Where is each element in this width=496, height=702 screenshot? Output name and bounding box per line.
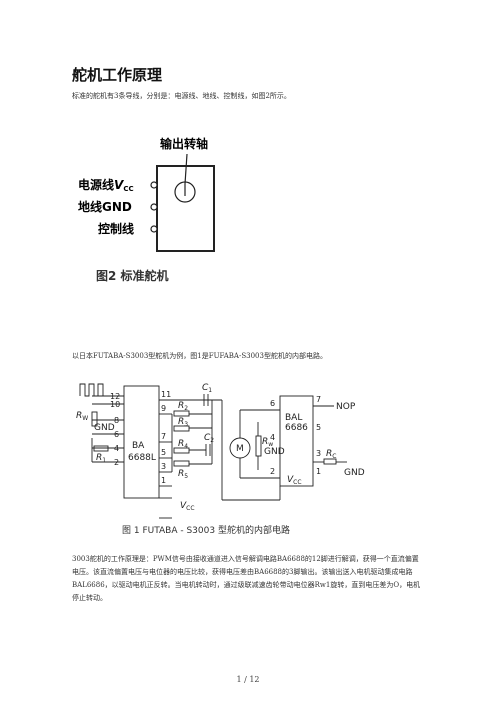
rw1-label: Rw — [262, 437, 273, 448]
r1-label: R1 — [96, 453, 106, 464]
svg-text:6: 6 — [114, 430, 119, 439]
shaft-pointer-line — [184, 153, 188, 185]
svg-text:11: 11 — [161, 390, 171, 399]
svg-text:5: 5 — [316, 423, 321, 432]
rc-resistor — [323, 458, 337, 465]
figure2-caption: 图2 标准舵机 — [96, 268, 169, 283]
power-terminal-icon — [150, 181, 158, 189]
r5-resistor — [173, 460, 190, 467]
r3-resistor — [173, 425, 190, 432]
gnd-mid-label: GND — [264, 447, 285, 457]
rc-label: RC — [326, 449, 336, 460]
gnd-left-label: GND — [94, 423, 115, 433]
r4-resistor — [173, 447, 190, 454]
svg-text:9: 9 — [161, 404, 166, 413]
r2-resistor — [173, 410, 190, 417]
svg-text:8: 8 — [114, 416, 119, 425]
ground-wire-label: 地线GND — [78, 199, 132, 214]
rw-label: RW — [76, 411, 88, 422]
vcc-left-label: VCC — [180, 501, 195, 512]
vcc-right-label: VCC — [287, 475, 302, 486]
svg-text:5: 5 — [161, 448, 166, 457]
r3-label: R3 — [178, 417, 188, 428]
r1-resistor — [93, 445, 109, 452]
svg-text:7: 7 — [316, 395, 321, 404]
svg-text:7: 7 — [161, 432, 166, 441]
svg-text:6: 6 — [270, 399, 275, 408]
example-paragraph: 以日本FUTABA-S3003型舵机为例，图1是FUFABA-S3003型舵机的… — [72, 352, 327, 360]
nop-label: NOP — [336, 402, 356, 412]
rw1-potentiometer — [255, 435, 262, 457]
output-shaft-label: 输出转轴 — [160, 136, 208, 151]
svg-text:4: 4 — [114, 444, 119, 453]
svg-text:12: 12 — [110, 392, 120, 401]
control-wire-label: 控制线 — [98, 221, 134, 236]
svg-text:3: 3 — [316, 449, 321, 458]
motor-label: M — [236, 444, 244, 454]
principle-paragraph: 3003舵机的工作原理是：PWM信号由接收通道进入信号解调电路BA6688的12… — [72, 555, 421, 602]
figure1-caption: 图 1 FUTABA - S3003 型舵机的内部电路 — [122, 524, 290, 536]
page-number: 1 / 12 — [236, 675, 260, 684]
left-chip-model: 6688L — [128, 453, 156, 463]
c1-label: C1 — [202, 383, 212, 394]
svg-text:4: 4 — [270, 433, 275, 442]
r5-label: R5 — [178, 469, 188, 480]
right-chip-model: 6686 — [285, 423, 308, 433]
c2-label: C2 — [204, 433, 214, 444]
svg-text:10: 10 — [110, 400, 120, 409]
right-chip-name: BAL — [285, 413, 302, 423]
page-title: 舵机工作原理 — [72, 66, 163, 84]
standard-servo-figure: 输出转轴 电源线VCC 地线GND 控制线 图2 标准舵机 — [78, 136, 215, 283]
svg-text:1: 1 — [161, 476, 166, 485]
power-wire-label: 电源线VCC — [78, 177, 134, 193]
svg-text:3: 3 — [161, 462, 166, 471]
gnd-right-label: GND — [344, 468, 365, 478]
r2-label: R2 — [178, 401, 188, 412]
pwm-waveform-icon — [79, 383, 104, 397]
svg-text:2: 2 — [114, 458, 119, 467]
svg-text:2: 2 — [270, 467, 275, 476]
internal-circuit-figure: 12 10 8 6 4 2 11 9 7 5 3 1 6 4 2 7 5 3 1… — [76, 383, 365, 536]
ground-terminal-icon — [150, 203, 158, 211]
left-chip-name: BA — [132, 441, 145, 451]
control-terminal-icon — [150, 225, 158, 233]
svg-text:1: 1 — [316, 467, 321, 476]
intro-paragraph: 标准的舵机有3条导线，分别是：电源线、地线、控制线，如图2所示。 — [72, 92, 291, 100]
bal6686-chip — [279, 395, 314, 487]
r4-label: R4 — [178, 439, 188, 450]
output-shaft-icon — [174, 181, 196, 203]
